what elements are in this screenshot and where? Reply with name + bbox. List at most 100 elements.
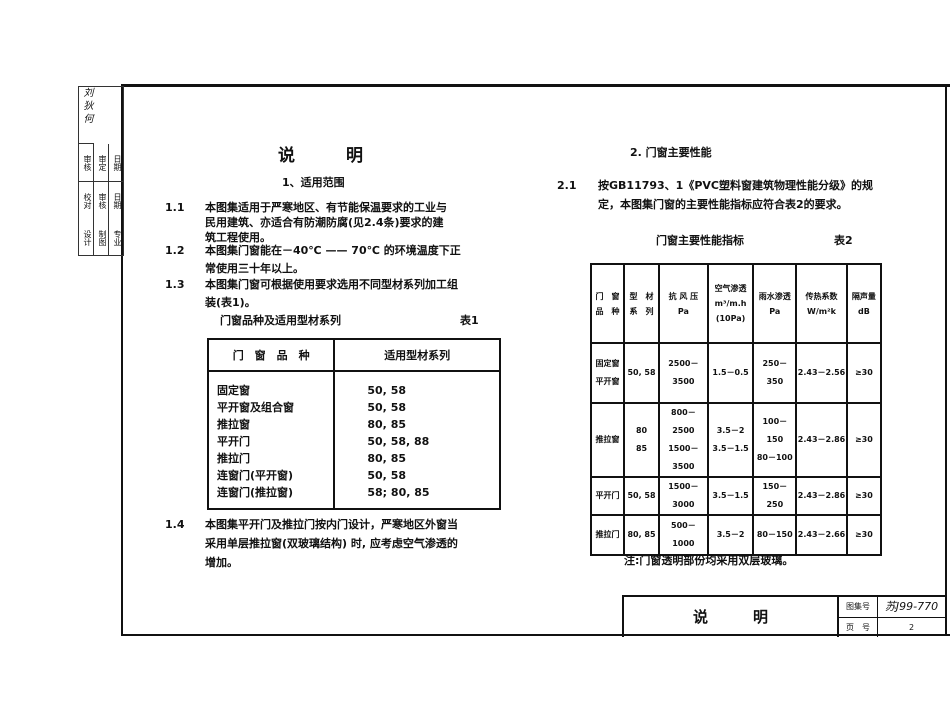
table2-cell: 2.43－2.66 xyxy=(795,514,848,556)
table2-cell: 3.5－2 xyxy=(706,514,755,556)
table2-cell: 2.43－2.56 xyxy=(795,342,848,404)
table1-cell: 连窗门(推拉窗) xyxy=(217,486,294,499)
table1-header-cell: 适用型材系列 xyxy=(333,338,501,372)
table2-header-line: dB xyxy=(857,306,870,316)
table2-cell: 2.43－2.86 xyxy=(795,402,848,478)
item-text-line: 筑工程使用。 xyxy=(205,231,271,244)
table2-header-cell: 抗 风 压 Pa xyxy=(657,263,709,344)
table2-cell: 80, 85 xyxy=(623,514,660,556)
table1-caption: 门窗品种及适用型材系列 xyxy=(220,314,341,327)
table2-caption: 门窗主要性能指标 xyxy=(656,234,744,247)
page-title: 说 明 xyxy=(278,146,363,166)
table1-cell: 58; 80, 85 xyxy=(367,486,430,499)
stamp-cell: 校对 xyxy=(83,192,92,209)
table2-cell: 100－150 80－100 xyxy=(752,402,798,478)
table2-cell: 固定窗 平开窗 xyxy=(589,342,626,404)
page-number: 2 xyxy=(908,623,915,632)
stamp-column: 日期日期专业 xyxy=(109,144,123,256)
table2-header-line: 传热系数 xyxy=(805,291,838,301)
table1-column: 固定窗平开窗及组合窗推拉窗平开门推拉门连窗门(平开窗)连窗门(推拉窗) xyxy=(206,370,336,510)
table2-header-cell: 空气渗透 m³/m.h (10Pa) xyxy=(706,263,755,344)
table1-cell: 50, 58 xyxy=(367,469,406,482)
table2-cell: 1.5－0.5 xyxy=(706,342,755,404)
table2-cell: 80 85 xyxy=(623,402,660,478)
table2-cell: 150－250 xyxy=(752,476,798,516)
table1-body: 固定窗平开窗及组合窗推拉窗平开门推拉门连窗门(平开窗)连窗门(推拉窗)50, 5… xyxy=(206,370,501,510)
table2-header-line: (10Pa) xyxy=(715,314,746,323)
item-text-line: 本图集门窗能在－40℃ —— 70℃ 的环境温度下正 xyxy=(205,244,461,257)
table2-cell: 3.5－2 3.5－1.5 xyxy=(706,402,755,478)
signatures: 刘 狄 何 xyxy=(79,87,94,144)
item-number: 1.3 xyxy=(165,278,185,291)
table1-cell: 固定窗 xyxy=(217,384,250,397)
table2-cell: 2.43－2.86 xyxy=(795,476,848,516)
stamp-cell: 审定 xyxy=(94,144,108,182)
table2-header-line: 空气渗透 xyxy=(714,284,747,293)
stamp-cell: 审核 xyxy=(79,144,93,182)
table1-cell: 50, 58 xyxy=(367,384,406,397)
item-text-line: 民用建筑、亦适合有防潮防腐(见2.4条)要求的建 xyxy=(205,216,444,229)
table2-note: 注:门窗透明部份均采用双层玻璃。 xyxy=(624,554,794,567)
item-number: 1.4 xyxy=(165,518,185,531)
stamp-cell: 设计 xyxy=(83,229,92,246)
atlas-label: 图集号 xyxy=(839,597,878,618)
stamp-cells: 审核校对设计审定审核制图日期日期专业 xyxy=(79,144,123,256)
table2-cell: 平开门 xyxy=(589,476,626,516)
table2-header-line: Pa xyxy=(769,306,781,316)
table1-cell: 推拉门 xyxy=(217,452,250,465)
table1-cell: 平开门 xyxy=(217,435,250,448)
table2-cell: 800－2500 1500－3500 xyxy=(657,402,709,478)
table2-header-line: Pa xyxy=(677,306,689,316)
frame-right xyxy=(945,84,947,636)
item-text-line: 本图集平开门及推拉门按内门设计，严寒地区外窗当 xyxy=(205,518,458,531)
table2-header-line: W/m²k xyxy=(807,306,836,316)
table2-header-line: 型 材 xyxy=(629,291,654,301)
table2-cell: ≥30 xyxy=(845,342,883,404)
table2-header-line: 系 列 xyxy=(629,306,654,316)
title-block: 说 明 图集号 苏J99-770 页 号 2 xyxy=(622,595,947,637)
atlas-number: 苏J99-770 xyxy=(878,597,945,618)
stamp-cell: 日期 xyxy=(113,192,122,209)
table1-cell: 50, 58, 88 xyxy=(367,435,430,448)
table2-cell: ≥30 xyxy=(845,402,883,478)
table2-header-line: 隔声量 xyxy=(851,291,876,301)
section-1-heading: 1、适用范围 xyxy=(282,176,345,189)
item-text-line: 本图集适用于严寒地区、有节能保温要求的工业与 xyxy=(205,201,447,214)
table2-header-line: 门 窗 xyxy=(595,291,620,301)
table2-cell: 50, 58 xyxy=(623,476,660,516)
section-2-heading: 2. 门窗主要性能 xyxy=(630,146,712,159)
table1-cell: 连窗门(平开窗) xyxy=(217,469,294,482)
table2-header-line: m³/m.h xyxy=(714,299,747,308)
table1-cell: 80, 85 xyxy=(367,418,406,431)
table2-cell: 推拉门 xyxy=(589,514,626,556)
table1-header: 门 窗 品 种适用型材系列 xyxy=(206,338,501,372)
stamp-cell: 专业 xyxy=(113,229,122,246)
item-text-line: 按GB11793、1《PVC塑料窗建筑物理性能分级》的规 xyxy=(598,179,873,192)
item-number: 1.1 xyxy=(165,201,185,214)
item-text-line: 定，本图集门窗的主要性能指标应符合表2的要求。 xyxy=(598,198,848,211)
table2-header-line: 品 种 xyxy=(595,306,620,316)
table2-cell: ≥30 xyxy=(845,476,883,516)
table2-cell: 250－350 xyxy=(752,342,798,404)
item-text-line: 装(表1)。 xyxy=(205,296,256,309)
table2-header-cell: 传热系数 W/m²k xyxy=(795,263,848,344)
table2-header-cell: 隔声量 dB xyxy=(845,263,883,344)
table2-cell: 500－1000 xyxy=(657,514,709,556)
table2-cell: ≥30 xyxy=(845,514,883,556)
item-number: 2.1 xyxy=(557,179,577,192)
frame-top xyxy=(122,84,950,87)
item-text-line: 本图集门窗可根据使用要求选用不同型材系列加工组 xyxy=(205,278,458,291)
stamp-column: 审定审核制图 xyxy=(94,144,109,256)
table2-header-line: 抗 风 压 xyxy=(668,291,699,301)
stamp-column: 审核校对设计 xyxy=(79,144,94,256)
table1-cell: 推拉窗 xyxy=(217,418,250,431)
item-number: 1.2 xyxy=(165,244,185,257)
item-text-line: 常使用三十年以上。 xyxy=(205,262,304,275)
table2-label: 表2 xyxy=(834,234,853,247)
table1-cell: 80, 85 xyxy=(367,452,406,465)
